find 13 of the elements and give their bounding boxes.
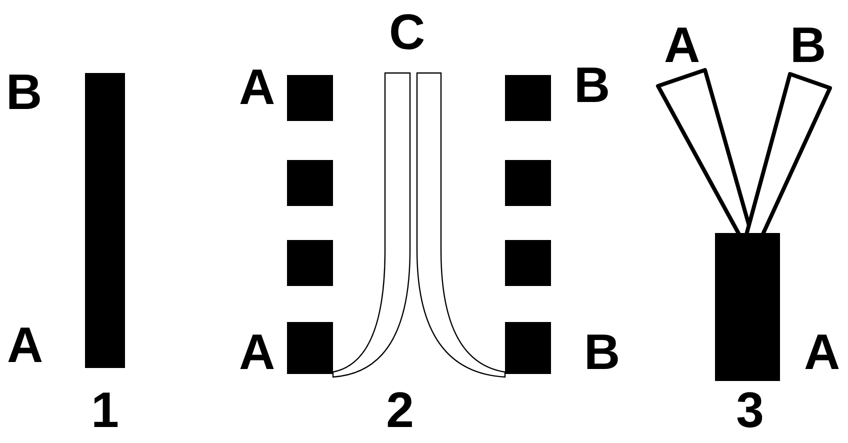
letter-label: A	[6, 320, 44, 370]
letter-label: A	[238, 62, 276, 112]
letter-label: B	[6, 67, 42, 117]
letter-label: B	[574, 60, 610, 110]
letter-label: A	[238, 327, 276, 377]
letter-label: B	[790, 20, 826, 70]
letter-label: A	[664, 20, 700, 70]
letter-label: C	[388, 7, 426, 57]
letter-label: 2	[386, 385, 414, 435]
letter-label: 1	[91, 385, 119, 435]
letter-label: A	[804, 327, 840, 377]
letter-label: 3	[736, 385, 764, 435]
letter-label: B	[584, 327, 620, 377]
